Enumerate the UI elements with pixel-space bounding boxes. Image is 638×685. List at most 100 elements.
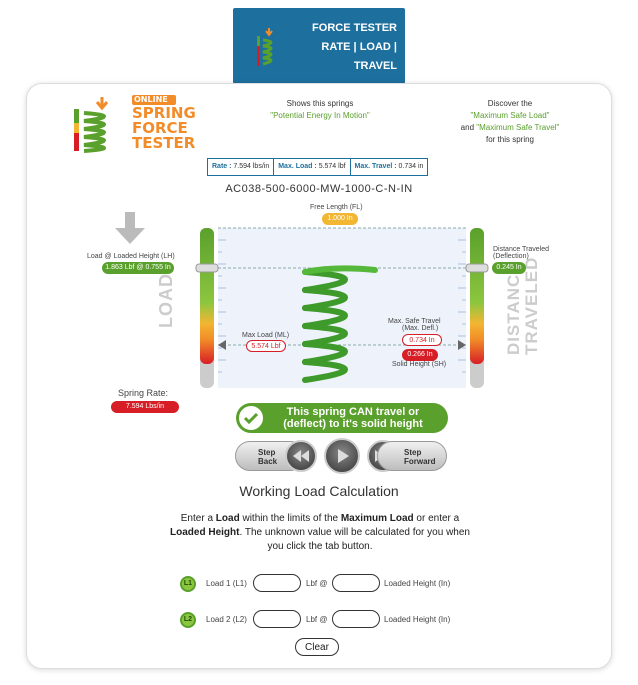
solid-height-label: Solid Height (SH) <box>392 361 447 368</box>
l1-badge: L1 <box>180 576 196 592</box>
center-note-line-2: "Potential Energy In Motion" <box>270 111 370 120</box>
logo-word-online: ONLINE <box>134 95 168 104</box>
status-banner: This spring CAN travel or (deflect) to i… <box>236 403 448 433</box>
rewind-button[interactable] <box>285 440 317 472</box>
status-line-2: (deflect) to it's solid height <box>283 418 423 430</box>
load-2-unit: Lbf @ <box>306 615 328 624</box>
force-tester-tab[interactable]: FORCE TESTER RATE | LOAD | TRAVEL <box>233 8 405 84</box>
step-forward-label-2: Forward <box>404 457 436 466</box>
right-note-line-2: "Maximum Safe Load" <box>470 111 550 120</box>
step-forward-button[interactable]: Step Forward <box>377 441 447 471</box>
loaded-height-value: 1.863 Lbf @ 0.755 In <box>102 262 174 274</box>
load-side-word: LOAD <box>156 273 176 328</box>
stat-max-load: Max. Load : 5.574 lbf <box>274 158 351 176</box>
max-load-label: Max Load (ML) <box>242 332 290 339</box>
stat-rate: Rate : 7.594 lbs/in <box>207 158 275 176</box>
spring-logo-icon <box>257 28 273 66</box>
travel-meter-handle[interactable] <box>465 263 489 273</box>
step-back-label-2: Back <box>258 457 278 466</box>
potential-energy-note: Shows this springs "Potential Energy In … <box>250 98 390 122</box>
discover-note: Discover the "Maximum Safe Load" and "Ma… <box>440 98 580 146</box>
travel-meter <box>470 228 484 388</box>
spring-force-tester-logo: ONLINE SPRING FORCE TESTER <box>72 95 212 155</box>
spring-logo-graphic-icon <box>74 97 109 153</box>
max-load-value: 5.574 Lbf <box>246 340 286 352</box>
spring-rate-label: Spring Rate: <box>118 388 169 398</box>
playback-controls: Step Back Step Forward <box>235 437 447 475</box>
load-1-input[interactable] <box>253 574 301 592</box>
load-row-2: L2 Load 2 (L2) Lbf @ Loaded Height (In) <box>180 610 470 630</box>
loaded-height-2-input[interactable] <box>332 610 380 628</box>
solid-travel-value: 0.266 In <box>402 349 438 361</box>
right-note-and: and <box>460 123 475 132</box>
max-load-left-arrow-icon <box>218 340 226 350</box>
load-meter-handle[interactable] <box>195 263 219 273</box>
ruler-ticks <box>218 239 466 373</box>
load-meter <box>200 228 214 388</box>
load-1-label: Load 1 (L1) <box>206 579 247 588</box>
max-load-right-arrow-icon <box>458 340 466 350</box>
clear-button[interactable]: Clear <box>295 638 339 656</box>
stat-rate-value: 7.594 lbs/in <box>233 163 270 170</box>
center-note-line-1: Shows this springs <box>286 99 354 108</box>
tab-title-line-2: RATE | LOAD | <box>321 41 397 53</box>
loaded-height-1-label: Loaded Height (In) <box>384 579 451 588</box>
load-row-1: L1 Load 1 (L1) Lbf @ Loaded Height (In) <box>180 574 470 594</box>
l2-badge: L2 <box>180 612 196 628</box>
step-forward-label-1: Step <box>404 448 422 457</box>
instr-max-load: Maximum Load <box>340 513 414 524</box>
distance-traveled-value: 0.245 In <box>492 262 526 274</box>
play-button[interactable] <box>324 438 360 474</box>
stat-max-travel: Max. Travel : 0.734 in <box>350 158 429 176</box>
instr-part-3: or enter a <box>413 513 460 524</box>
instr-part-4: . The unknown value will be calculated f… <box>239 527 470 552</box>
rewind-icon <box>293 450 309 462</box>
distance-side-word: DISTANCE <box>504 261 523 355</box>
distance-traveled-label: Distance Traveled <box>493 246 550 253</box>
loaded-height-2-label: Loaded Height (In) <box>384 615 451 624</box>
load-1-unit: Lbf @ <box>306 579 328 588</box>
working-load-heading: Working Load Calculation <box>239 483 399 499</box>
stat-load-value: 5.574 lbf <box>318 163 346 170</box>
spring-coil-graphic <box>302 265 378 383</box>
stat-rate-key: Rate : <box>212 163 232 170</box>
stat-load-key: Max. Load : <box>278 163 317 170</box>
max-safe-travel-value: 0.734 In <box>402 334 442 346</box>
checkmark-icon <box>239 406 263 430</box>
loaded-height-label: Load @ Loaded Height (LH) <box>87 253 175 260</box>
logo-word-force: FORCE <box>132 119 188 137</box>
tab-title-line-3: TRAVEL <box>353 60 397 72</box>
deflection-label: (Deflection) <box>493 253 529 260</box>
calc-instructions: Enter a Load within the limits of the Ma… <box>170 512 470 554</box>
load-2-label: Load 2 (L2) <box>206 615 247 624</box>
right-note-max-travel: "Maximum Safe Travel" <box>476 123 560 132</box>
spring-rate-value: 7.594 Lbs/in <box>111 401 179 413</box>
traveled-side-word: TRAVELED <box>522 256 541 355</box>
status-line-1: This spring CAN travel or <box>286 406 420 418</box>
instr-loaded-height: Loaded Height <box>170 527 240 538</box>
free-length-value: 1.000 In <box>322 213 358 225</box>
free-length-label: Free Length (FL) <box>310 204 363 211</box>
part-number: AC038-500-6000-MW-1000-C-N-IN <box>225 183 413 195</box>
instr-load: Load <box>215 513 240 524</box>
ruler-area <box>218 228 466 388</box>
max-deflection-label: (Max. Defl.) <box>402 325 439 332</box>
right-note-line-1: Discover the <box>487 99 533 108</box>
instr-part-1: Enter a <box>180 513 216 524</box>
spring-stats-bar: Rate : 7.594 lbs/in Max. Load : 5.574 lb… <box>207 158 429 176</box>
load-down-arrow-icon <box>115 212 145 244</box>
stat-travel-key: Max. Travel : <box>354 163 397 170</box>
instr-part-2: within the limits of the <box>239 513 341 524</box>
loaded-height-1-input[interactable] <box>332 574 380 592</box>
step-back-label-1: Step <box>258 448 276 457</box>
right-note-line-3: and "Maximum Safe Travel" <box>440 122 580 134</box>
play-icon <box>338 449 349 463</box>
right-note-line-4: for this spring <box>485 135 535 144</box>
logo-word-spring: SPRING <box>132 104 196 122</box>
tab-title-line-1: FORCE TESTER <box>312 22 397 34</box>
stat-travel-value: 0.734 in <box>398 163 424 170</box>
max-safe-travel-label: Max. Safe Travel <box>388 318 441 325</box>
load-2-input[interactable] <box>253 610 301 628</box>
logo-word-tester: TESTER <box>132 134 196 152</box>
